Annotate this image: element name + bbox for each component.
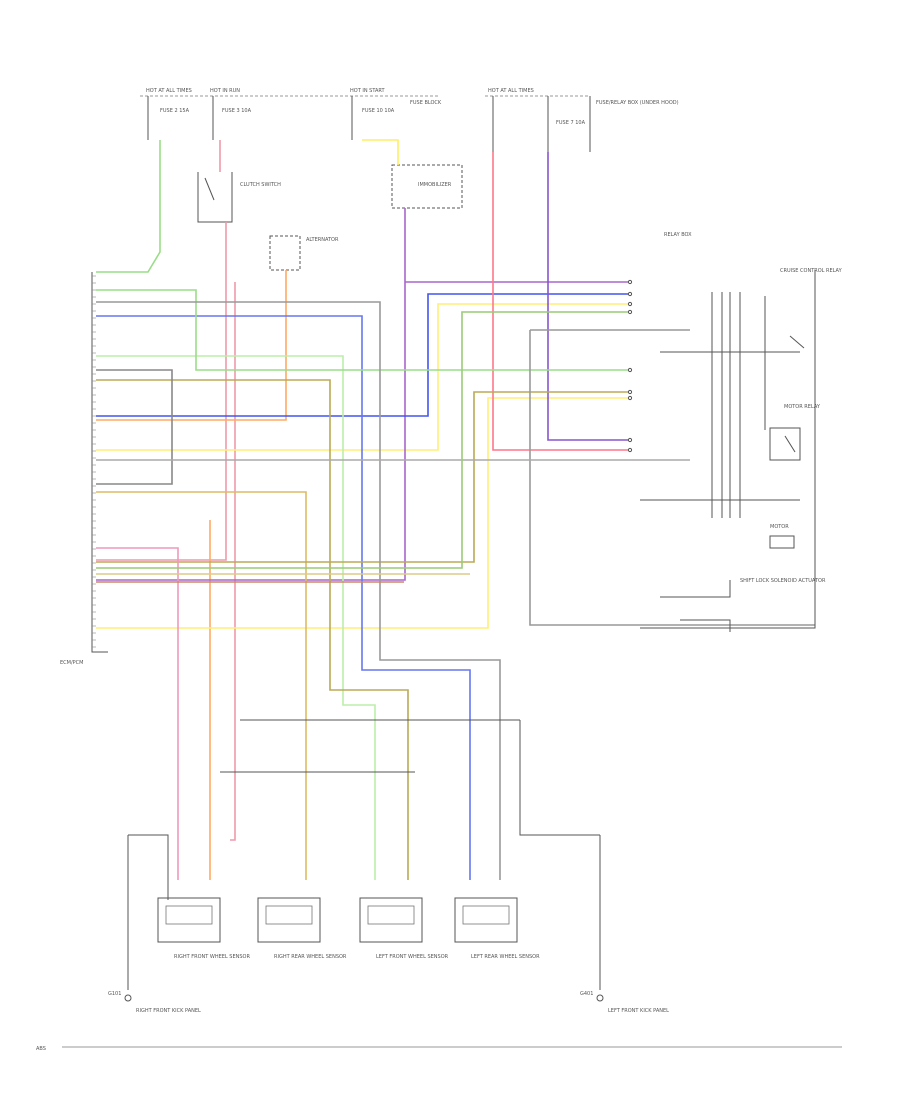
wire-gray — [96, 301, 501, 880]
wire-gray-relay — [529, 329, 815, 626]
wire-pink-main — [230, 282, 236, 841]
sensor-1-label: RIGHT FRONT WHEEL SENSOR — [174, 954, 250, 960]
ground-2: G401 LEFT FRONT KICK PANEL — [580, 991, 669, 1014]
fuse-block-label: FUSE BLOCK — [410, 100, 442, 106]
sensor-1-body — [157, 897, 221, 943]
wire-blue-thick — [96, 293, 630, 417]
wire-olive — [96, 379, 409, 880]
clutch-switch-box: CLUTCH SWITCH — [197, 172, 281, 223]
relay-box-label: RELAY BOX — [664, 232, 692, 238]
motor: MOTOR — [769, 524, 795, 549]
relay-box: RELAY BOX CRUISE CONTROL RELAY — [640, 232, 843, 629]
right-connector-pins — [627, 279, 633, 453]
fuse-4-rating: FUSE 7 10A — [556, 120, 586, 126]
motor-relay: MOTOR RELAY — [769, 404, 821, 461]
fuse-4-source: HOT AT ALL TIMES — [488, 88, 534, 94]
fuse-label-4: HOT AT ALL TIMES FUSE 7 10A — [488, 88, 586, 126]
power-rails — [140, 95, 591, 152]
wheel-sensor-1: RIGHT FRONT WHEEL SENSOR — [157, 897, 250, 960]
fuse-3-rating: FUSE 10 10A — [362, 108, 395, 114]
wire-yellow — [362, 139, 399, 165]
wire-olive-low — [96, 391, 630, 563]
ground-1-id: G101 — [108, 991, 121, 997]
sensor-2-label: RIGHT REAR WHEEL SENSOR — [274, 954, 347, 960]
wire-orange — [96, 270, 287, 421]
fuse-label-1: HOT AT ALL TIMES FUSE 2 15A — [146, 88, 192, 114]
fuse-3-source: HOT IN START — [350, 88, 386, 94]
sensor-4-label: LEFT REAR WHEEL SENSOR — [471, 954, 540, 960]
wire-violet — [547, 152, 630, 441]
ground-1-desc: RIGHT FRONT KICK PANEL — [136, 1008, 201, 1014]
fuse-relay-box-label: FUSE/RELAY BOX (UNDER HOOD) — [596, 100, 679, 106]
wire-pink — [96, 140, 227, 561]
ecm-label: ECM/PCM — [60, 660, 83, 666]
sensor-3-label: LEFT FRONT WHEEL SENSOR — [376, 954, 449, 960]
clutch-switch-label: CLUTCH SWITCH — [240, 182, 281, 188]
lock-switches: SHIFT LOCK SOLENOID ACTUATOR — [660, 578, 826, 632]
actuator-label: SHIFT LOCK SOLENOID ACTUATOR — [740, 578, 826, 584]
alternator-box: ALTERNATOR — [269, 235, 339, 271]
sensor-4-body — [454, 897, 518, 943]
sensor-2-body — [257, 897, 321, 943]
wire-green — [96, 140, 161, 273]
alternator-label: ALTERNATOR — [306, 237, 339, 243]
ground-1: G101 RIGHT FRONT KICK PANEL — [108, 991, 201, 1014]
wire-light-green — [96, 355, 376, 880]
wheel-sensor-4: LEFT REAR WHEEL SENSOR — [454, 897, 540, 960]
ground-2-desc: LEFT FRONT KICK PANEL — [608, 1008, 669, 1014]
cruise-relay-label: CRUISE CONTROL RELAY — [780, 268, 843, 274]
fuse-label-2: HOT IN RUN FUSE 3 10A — [210, 88, 252, 114]
sensor-harness — [127, 719, 601, 990]
motor-label: MOTOR — [770, 524, 789, 530]
wire-tan — [96, 491, 307, 880]
wire-pink-low — [96, 547, 179, 880]
wire-gray-left — [96, 369, 173, 485]
ecm-connector: ECM/PCM — [60, 272, 108, 666]
wire-yellow-low — [96, 397, 630, 629]
wire-blue — [96, 315, 471, 880]
fuse-2-source: HOT IN RUN — [210, 88, 240, 94]
fuse-1-rating: FUSE 2 15A — [160, 108, 190, 114]
wheel-sensor-3: LEFT FRONT WHEEL SENSOR — [359, 897, 449, 960]
fuse-1-source: HOT AT ALL TIMES — [146, 88, 192, 94]
sensor-3-body — [359, 897, 423, 943]
wire-harness — [96, 139, 815, 880]
ecm-pin-ticks — [92, 275, 96, 648]
fuse-label-3: HOT IN START FUSE 10 10A — [350, 88, 395, 114]
wheel-sensor-2: RIGHT REAR WHEEL SENSOR — [257, 897, 347, 960]
ground-2-id: G401 — [580, 991, 593, 997]
motor-relay-label: MOTOR RELAY — [784, 404, 821, 410]
wire-purple — [96, 208, 406, 581]
wire-green-mid — [96, 289, 630, 371]
wire-green-low — [96, 311, 630, 569]
fuse-2-rating: FUSE 3 10A — [222, 108, 252, 114]
immobilizer-label: IMMOBILIZER — [418, 182, 452, 188]
wire-yellow-long — [96, 303, 630, 451]
wire-red — [492, 152, 630, 451]
immobilizer-box: IMMOBILIZER — [391, 164, 463, 209]
footer-label: ABS — [36, 1046, 46, 1052]
